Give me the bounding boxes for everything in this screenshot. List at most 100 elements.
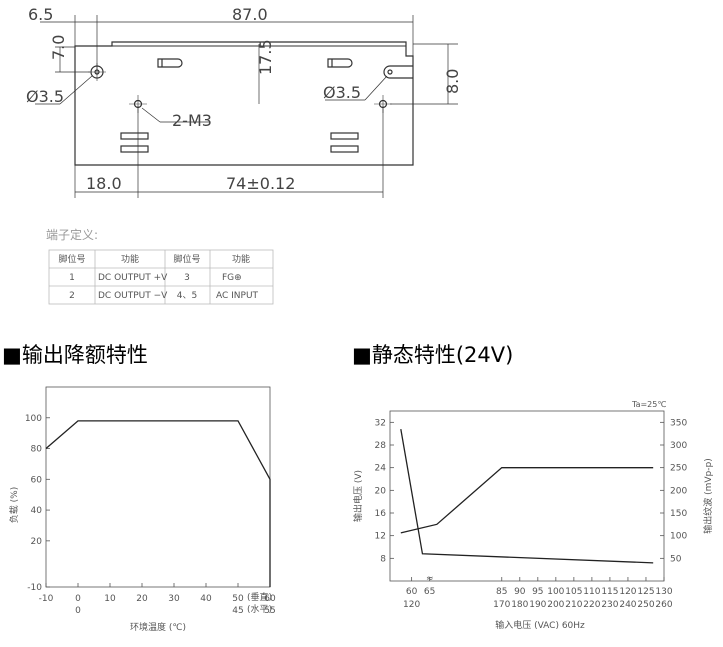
derating-x-tick-label-secondary: 45 [232,606,243,616]
derating-x-tick-label: 0 [75,594,81,604]
mechanical-dimensions: 6.5 87.0 7.0 Ø3.5 17.5 Ø3.5 8.0 2-M3 18.… [26,5,462,193]
derating-x-tick-label: -10 [39,594,54,604]
slot-top-right [327,58,353,68]
pin-cell: 2 [69,291,75,301]
static-y-tick-label: 28 [375,441,387,451]
static-section-title: ■静态特性(24V) [352,343,513,367]
derating-x-tick-label: 60 [264,594,276,604]
dim-hole-right: Ø3.5 [323,83,361,102]
static-x-tick-label: 120 [619,587,636,597]
dim-top-offset: 7.0 [49,35,68,60]
derating-y-tick-label: 60 [31,475,43,485]
dim-bottom-left: 18.0 [86,174,122,193]
static-ripple-curve [400,429,654,564]
static-x-tick-label: 85 [496,587,507,597]
derating-plot-frame [45,386,271,588]
static-y2-tick-label: 350 [670,418,687,428]
derating-y-tick-label: 100 [25,414,42,424]
terminal-right-1 [330,132,359,140]
terminal-left-1 [120,132,149,140]
static-x-tick-label-secondary: 190 [529,600,546,610]
static-annotation: Ta=25℃ [631,400,666,409]
axis-break-icon: ≈ [426,574,434,584]
derating-y-tick-label: 80 [31,445,43,455]
derating-y-tick-label: -10 [27,583,42,593]
static-y2-label: 输出纹波 (mVp-p) [702,458,714,533]
pin-definition: 端子定义: 脚位号 功能 脚位号 功能 1 DC OUTPUT +V 3 FG⊕… [46,227,274,305]
static-voltage-curve [400,467,654,534]
static-x-tick-label-secondary: 240 [619,600,636,610]
static-y2-tick-label: 150 [670,509,687,519]
static-x-tick-label-secondary: 120 [403,600,420,610]
static-x-tick-label: 100 [547,587,564,597]
derating-x-tick-label-secondary: 0 [75,606,81,616]
terminal-left-2 [120,145,149,153]
pin-header-3: 脚位号 [173,253,200,265]
pin-header-4: 功能 [232,253,250,265]
dim-bottom-span: 74±0.12 [226,174,295,193]
mounting-slot-right [383,65,413,79]
static-x-tick-label-secondary: 250 [637,600,654,610]
derating-x-tick-label: 20 [136,594,148,604]
static-y-label: 输出电压 (V) [352,470,364,522]
pin-header-1: 脚位号 [58,253,85,265]
terminal-right-2 [330,145,359,153]
slot-top-left [157,58,183,68]
static-x-tick-label-secondary: 220 [583,600,600,610]
static-x-tick-label: 105 [565,587,582,597]
derating-x-tick-label-secondary: 55 [264,606,275,616]
derating-x-label: 环境温度 (℃) [130,621,186,633]
dim-hole-left: Ø3.5 [26,87,64,106]
static-x-tick-label-secondary: 170 [493,600,510,610]
static-y2-tick-label: 200 [670,486,687,496]
dim-screw: 2-M3 [172,111,212,130]
derating-y-tick-label: 40 [31,506,43,516]
static-y2-tick-label: 50 [670,554,682,564]
static-x-tick-label-secondary: 210 [565,600,582,610]
derating-y-label: 负载 (%) [8,487,20,523]
static-x-tick-label: 125 [637,587,654,597]
static-x-tick-label: 90 [514,587,526,597]
static-y-tick-label: 8 [380,554,386,564]
static-x-tick-label-secondary: 200 [547,600,564,610]
pin-cell: DC OUTPUT +V [98,273,168,283]
pin-cell: AC INPUT [216,291,259,301]
derating-x-tick-label: 30 [168,594,180,604]
static-x-tick-label: 110 [583,587,600,597]
dim-slot-spacing: 17.5 [256,39,275,75]
pin-cell: 3 [184,273,190,283]
static-y2-tick-label: 300 [670,441,687,451]
dim-left-offset: 6.5 [28,5,53,24]
dim-width: 87.0 [232,5,268,24]
derating-curve [45,420,271,587]
static-x-tick-label-secondary: 180 [511,600,528,610]
static-y-tick-label: 12 [375,532,386,542]
static-x-label: 输入电压 (VAC) 60Hz [495,619,585,631]
pin-cell: 4、5 [177,291,197,301]
static-x-tick-label-secondary: 230 [601,600,618,610]
derating-y-tick-label: 20 [31,537,43,547]
derating-x-tick-label: 40 [200,594,212,604]
static-x-tick-label: 65 [424,587,435,597]
derating-x-annotation-horizontal: (水平) [247,603,272,615]
static-x-tick-label: 60 [406,587,418,597]
derating-x-tick-label: 50 [232,594,244,604]
derating-section-title: ■输出降额特性 [2,343,148,367]
static-y-tick-label: 16 [375,509,387,519]
derating-x-annotation-vertical: (垂直) [247,591,272,603]
static-x-tick-label: 95 [532,587,543,597]
static-x-tick-label: 130 [655,587,672,597]
pin-table-title: 端子定义: [46,227,98,242]
pin-cell: FG⊕ [222,273,242,283]
pin-cell: DC OUTPUT −V [98,291,168,301]
static-y-tick-label: 20 [375,486,387,496]
static-y2-tick-label: 250 [670,464,687,474]
mechanical-drawing [35,15,458,198]
static-y-tick-label: 32 [375,418,386,428]
static-y2-tick-label: 100 [670,532,687,542]
static-x-tick-label: 115 [601,587,618,597]
pin-cell: 1 [69,273,75,283]
